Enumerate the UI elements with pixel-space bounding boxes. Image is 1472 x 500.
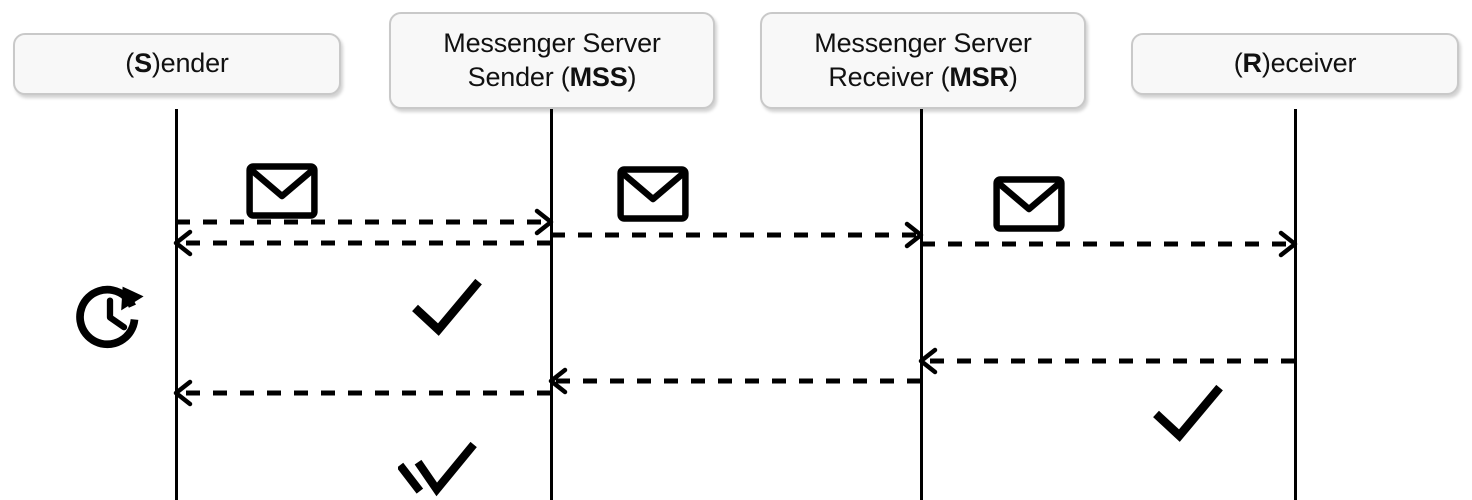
message-arrow-m3[interactable]	[551, 221, 924, 249]
envelope-icon	[993, 168, 1065, 240]
participant-label-receiver: (R)eceiver	[1234, 47, 1357, 81]
arrowhead	[918, 347, 938, 375]
participant-label-line: Messenger Server	[443, 27, 661, 58]
envelope-icon	[246, 155, 318, 227]
lifeline-msr	[920, 109, 923, 500]
participant-label-sender: (S)ender	[125, 47, 229, 81]
double-check-icon	[396, 432, 480, 500]
message-arrow-m2[interactable]	[173, 229, 551, 257]
single-check-icon	[411, 272, 483, 344]
arrowhead	[173, 229, 193, 257]
message-arrow-m5[interactable]	[918, 347, 1295, 375]
message-arrow-m7[interactable]	[173, 379, 551, 407]
participant-box-sender[interactable]: (S)ender	[13, 33, 341, 95]
participant-label-line: (R)eceiver	[1233, 48, 1357, 79]
arrowhead	[904, 221, 924, 249]
participant-label-line: Messenger Server	[814, 27, 1032, 58]
arrowhead	[534, 208, 554, 236]
participant-label-line: Receiver (MSR)	[828, 61, 1018, 92]
lifeline-mss	[550, 109, 553, 500]
message-arrow-m4[interactable]	[921, 230, 1298, 258]
participant-label-line: (S)ender	[125, 48, 229, 79]
participant-label-line: Sender (MSS)	[467, 61, 637, 92]
single-check-icon	[1152, 378, 1224, 450]
participant-box-receiver[interactable]: (R)eceiver	[1131, 33, 1459, 95]
message-arrow-m6[interactable]	[548, 367, 921, 395]
lifeline-sender	[175, 109, 178, 500]
arrowhead	[173, 379, 193, 407]
envelope-icon	[617, 158, 689, 230]
retry-clock-icon	[75, 281, 145, 351]
arrowhead	[548, 367, 568, 395]
message-arrow-m1[interactable]	[176, 208, 554, 236]
lifeline-receiver	[1294, 109, 1297, 500]
arrowhead	[1278, 230, 1298, 258]
